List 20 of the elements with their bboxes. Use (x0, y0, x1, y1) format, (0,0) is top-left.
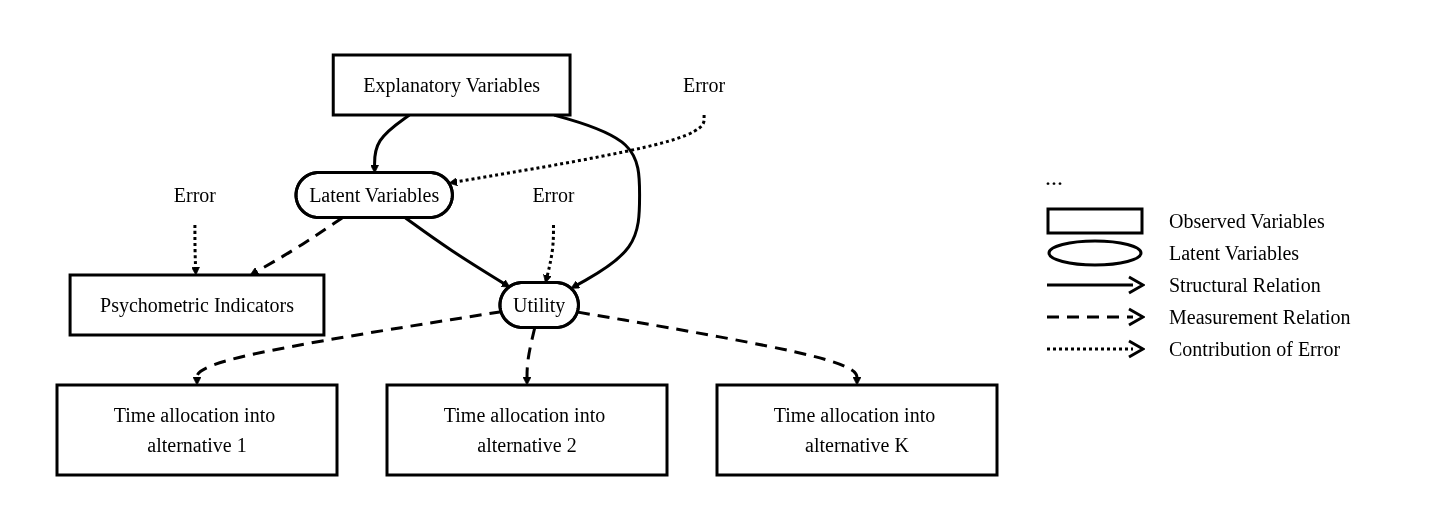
legend-label: Measurement Relation (1169, 305, 1351, 329)
arrow (577, 310, 861, 385)
node-box: Time allocation into alternative 2 (385, 383, 668, 476)
arrow (190, 224, 200, 275)
node-box: Time allocation into alternative K (715, 383, 998, 476)
node-box: Explanatory Variables (331, 53, 572, 116)
legend-label: Structural Relation (1169, 273, 1321, 297)
node-text: Error (531, 183, 575, 206)
legend-label: Latent Variables (1169, 241, 1300, 265)
arrow (448, 114, 706, 186)
node-box: Time allocation into alternative 1 (55, 383, 338, 476)
arrow (542, 224, 555, 283)
legend-label: Observed Variables (1169, 209, 1325, 233)
node-box: Psychometric Indicators (68, 273, 325, 336)
node-text: Error (173, 183, 216, 206)
arrow (192, 309, 502, 385)
node-text: Error (682, 73, 725, 96)
arrow (522, 327, 536, 385)
legend-label: Contribution of Error (1169, 337, 1341, 361)
ellipsis-label: ... (1045, 164, 1064, 191)
